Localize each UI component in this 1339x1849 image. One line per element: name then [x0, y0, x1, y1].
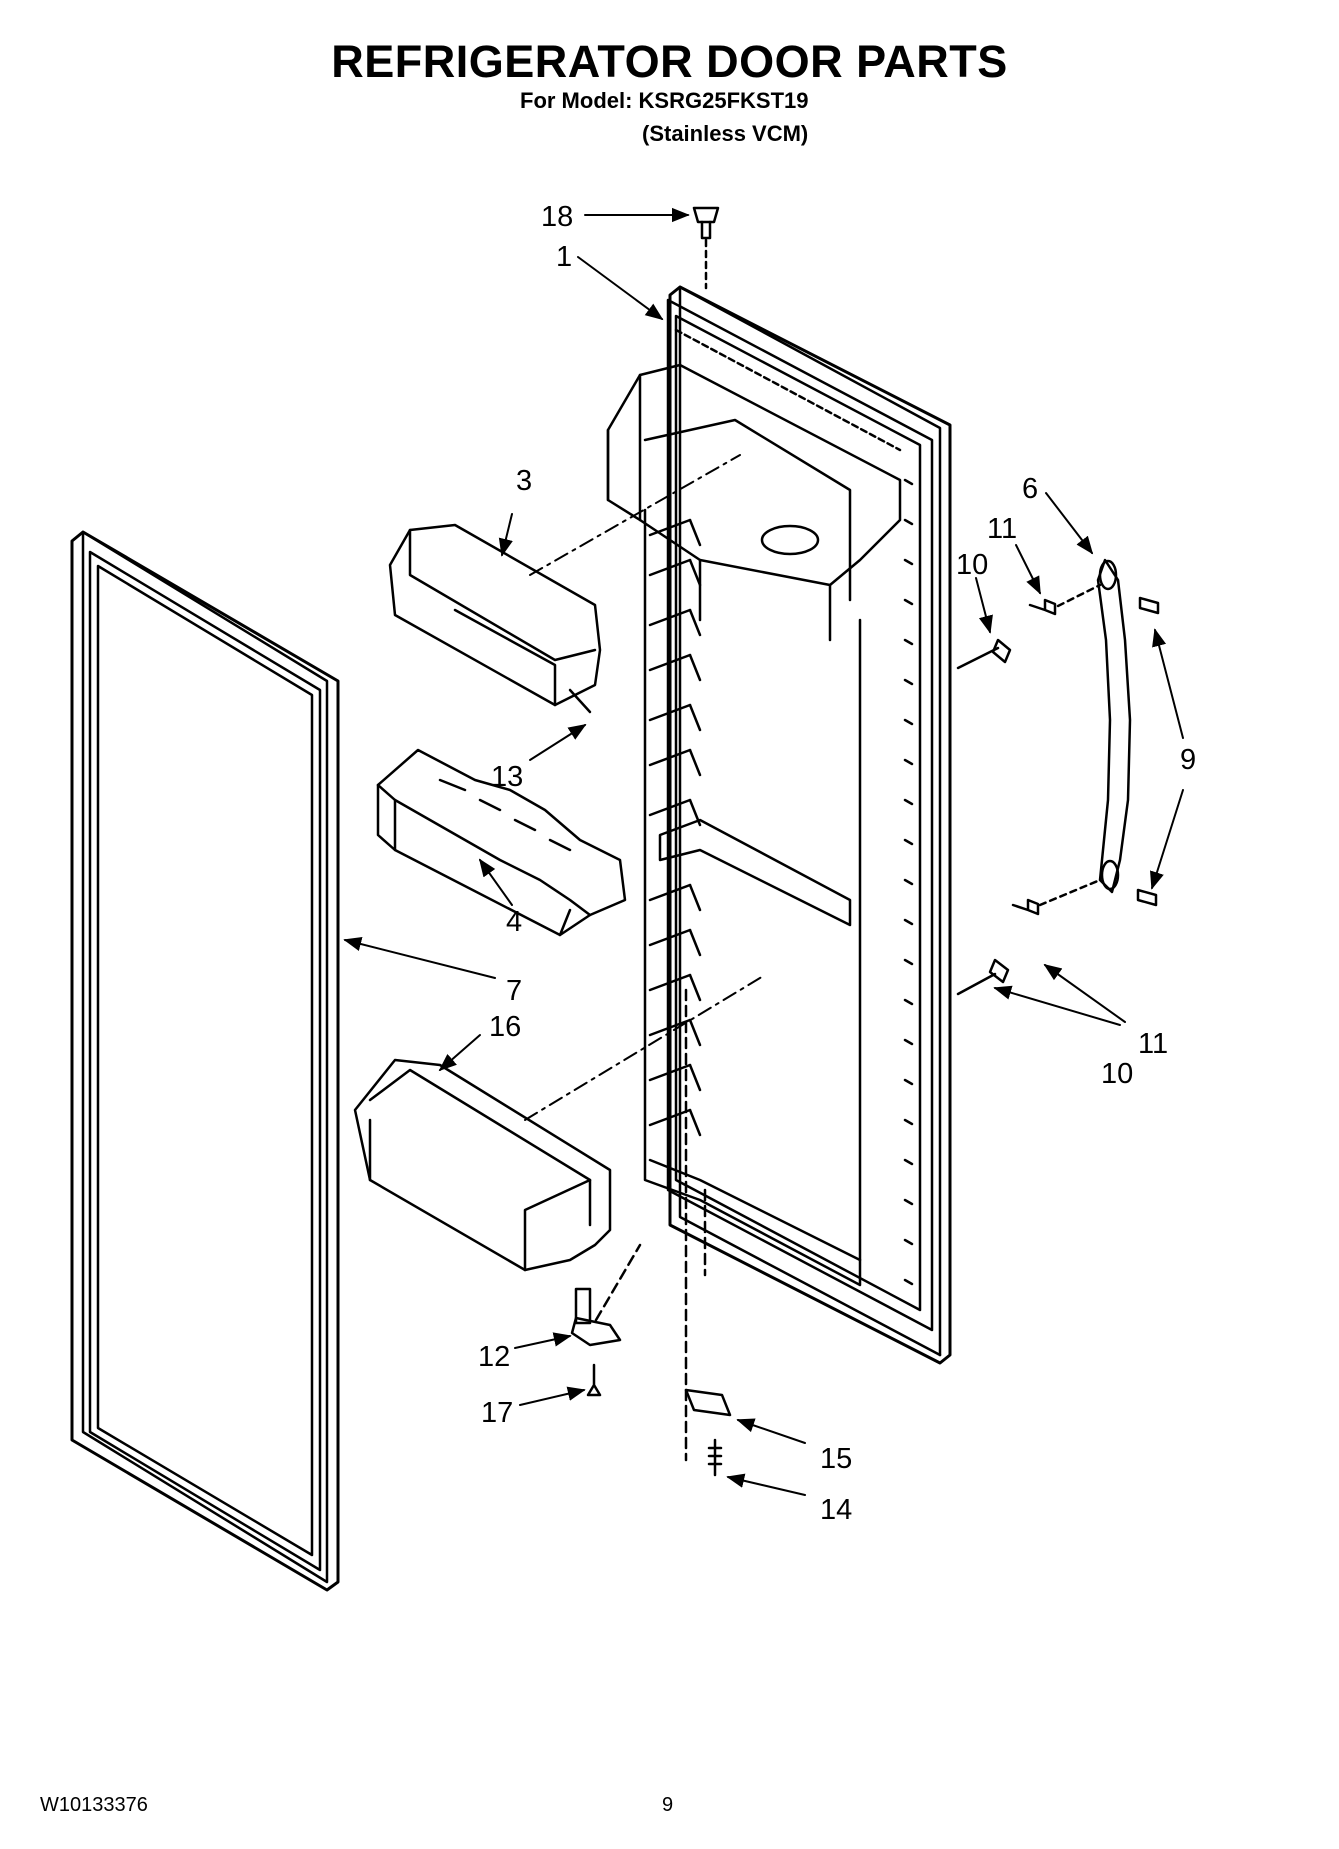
page-number: 9: [662, 1794, 674, 1816]
door-liner-drawing: [606, 285, 952, 1365]
assembly-lines: [524, 454, 766, 1121]
callout-17: 17: [481, 1397, 513, 1429]
door-handle-drawing: [956, 558, 1160, 996]
callout-9: 9: [1180, 744, 1196, 776]
top-plug-drawing: [692, 206, 720, 290]
model-line: For Model: KSRG25FKST19: [520, 88, 809, 113]
leader-arrows: [343, 207, 1184, 1496]
callout-11-upper: 11: [987, 513, 1017, 545]
callout-labels: 18 1 3 6 11 10 9 13 4 7 16 11 10 12 17 1…: [478, 201, 1196, 1526]
callout-3: 3: [516, 465, 532, 497]
door-bin-drawing: [353, 1058, 612, 1272]
callout-7: 7: [506, 975, 522, 1007]
callout-6: 6: [1022, 473, 1038, 505]
callout-13: 13: [491, 761, 523, 793]
callout-10-lower: 10: [1101, 1058, 1133, 1090]
callout-1: 1: [556, 241, 572, 273]
callout-16: 16: [489, 1011, 521, 1043]
callout-10-upper: 10: [956, 549, 988, 581]
hinge-hardware-drawing: [570, 988, 732, 1477]
document-number: W10133376: [40, 1794, 148, 1816]
variant-line: (Stainless VCM): [642, 121, 809, 146]
bottle-bin-drawing: [376, 748, 627, 937]
callout-18: 18: [541, 201, 573, 233]
callout-11-lower: 11: [1138, 1028, 1168, 1060]
upper-bin-cover-drawing: [388, 523, 602, 714]
page-title: REFRIGERATOR DOOR PARTS: [331, 36, 1008, 87]
door-gasket-drawing: [70, 530, 340, 1592]
callout-15: 15: [820, 1443, 852, 1475]
callout-4: 4: [506, 906, 522, 938]
callout-14: 14: [820, 1494, 852, 1526]
callout-12: 12: [478, 1341, 510, 1373]
